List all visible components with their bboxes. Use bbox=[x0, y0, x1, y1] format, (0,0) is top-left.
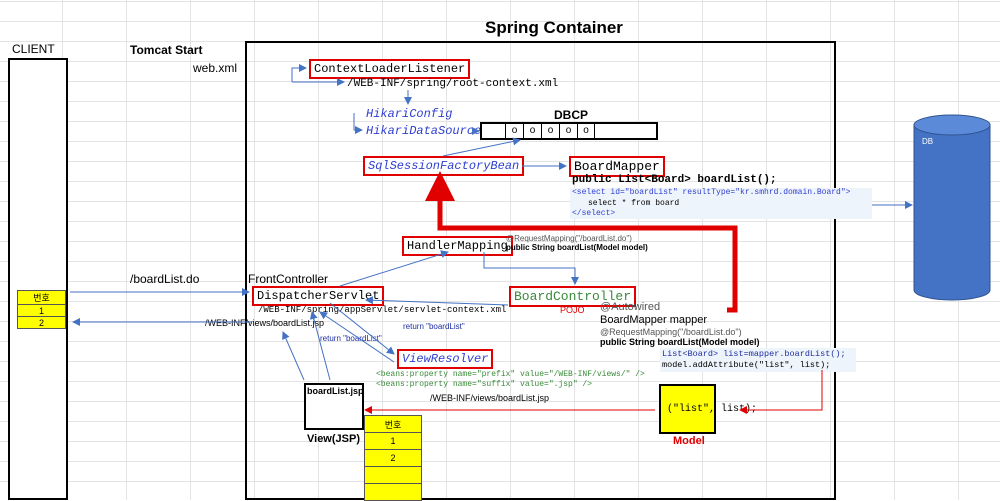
jsp-table-row: 1 bbox=[364, 432, 422, 450]
mapper-xml-line1: <select id="boardList" resultType="kr.sm… bbox=[572, 188, 851, 197]
board-mapper-field: BoardMapper mapper bbox=[600, 314, 708, 326]
jsp-table: 번호 1 2 bbox=[364, 415, 422, 501]
bc-method: public String boardList(Model model) bbox=[600, 337, 760, 347]
view-resolver: ViewResolver bbox=[397, 349, 494, 369]
mapper-xml-block bbox=[570, 188, 872, 219]
model-code: ("list", list); bbox=[667, 404, 758, 415]
servlet-context-path: /WEB-INF/spring/appServlet/servlet-conte… bbox=[258, 305, 507, 315]
dbcp-label: DBCP bbox=[554, 108, 589, 122]
hm-method: public String boardList(Model model) bbox=[506, 243, 648, 252]
board-mapper: BoardMapper bbox=[569, 156, 665, 177]
view-jsp-label: View(JSP) bbox=[307, 433, 360, 445]
hikari-datasource: HikariDataSource bbox=[366, 124, 482, 138]
pojo-label: POJO bbox=[560, 305, 585, 315]
bc-annotation: @RequestMapping("/boardList.do") bbox=[600, 327, 742, 337]
spring-container-box bbox=[245, 41, 836, 500]
dispatcher-servlet: DispatcherServlet bbox=[252, 286, 385, 306]
hikari-config: HikariConfig bbox=[366, 107, 453, 121]
diagram-title: Spring Container bbox=[485, 18, 623, 37]
mapper-method: public List<Board> boardList(); bbox=[572, 174, 777, 186]
controller-code-block bbox=[660, 348, 856, 372]
root-context-path: /WEB-INF/spring/root-context.xml bbox=[347, 78, 559, 90]
client-label: CLIENT bbox=[12, 42, 55, 56]
db-label: DB bbox=[922, 137, 934, 146]
return-label-dispatcher: return "boardList" bbox=[320, 334, 382, 343]
controller-code-line2: model.addAttribute("list", list); bbox=[662, 360, 831, 370]
mapper-xml-line2: select * from board bbox=[588, 199, 680, 208]
jsp-table-row bbox=[364, 466, 422, 484]
dbcp-pool bbox=[480, 122, 658, 140]
client-table: 번호 1 2 bbox=[17, 290, 66, 329]
jsp-table-row bbox=[364, 483, 422, 501]
dbcp-slot: o bbox=[559, 122, 577, 140]
suffix-property: <beans:property name="suffix" value=".js… bbox=[376, 380, 593, 389]
mapper-xml-line3: </select> bbox=[572, 209, 616, 218]
context-loader-listener: ContextLoaderListener bbox=[309, 59, 471, 79]
jsp-table-row: 2 bbox=[364, 449, 422, 467]
prefix-property: <beans:property name="prefix" value="/WE… bbox=[376, 370, 645, 379]
web-xml-label: web.xml bbox=[193, 61, 238, 75]
model-label: Model bbox=[673, 435, 705, 447]
client-table-row: 2 bbox=[17, 316, 66, 329]
jsp-file-box bbox=[304, 383, 364, 430]
dbcp-slot: o bbox=[523, 122, 541, 140]
model-box bbox=[659, 384, 716, 434]
client-table-header: 번호 bbox=[17, 290, 66, 305]
controller-code-line1: List<Board> list=mapper.boardList(); bbox=[662, 349, 846, 359]
board-controller: BoardController bbox=[509, 286, 637, 307]
jsp-table-header: 번호 bbox=[364, 415, 422, 433]
tomcat-start-label: Tomcat Start bbox=[130, 43, 203, 57]
view-path-client: /WEB-INF/views/boardList.jsp bbox=[205, 318, 325, 328]
handler-mapping: HandlerMapping bbox=[402, 236, 513, 256]
dbcp-slot: o bbox=[505, 122, 523, 140]
return-label-controller: return "boardList" bbox=[403, 322, 465, 331]
dbcp-slots: o o o o o bbox=[505, 122, 595, 140]
view-path-resolver: /WEB-INF/views/boardList.jsp bbox=[430, 393, 550, 403]
request-url: /boardList.do bbox=[130, 272, 200, 286]
dbcp-slot: o bbox=[577, 122, 595, 140]
front-controller-label: FrontController bbox=[248, 272, 329, 286]
dbcp-slot: o bbox=[541, 122, 559, 140]
jsp-file-label: boardList.jsp bbox=[307, 386, 364, 396]
hm-annotation: @RequestMapping("/boardList.do") bbox=[506, 234, 632, 243]
autowired-annotation: @Autowired bbox=[600, 301, 661, 313]
client-box bbox=[8, 58, 68, 500]
